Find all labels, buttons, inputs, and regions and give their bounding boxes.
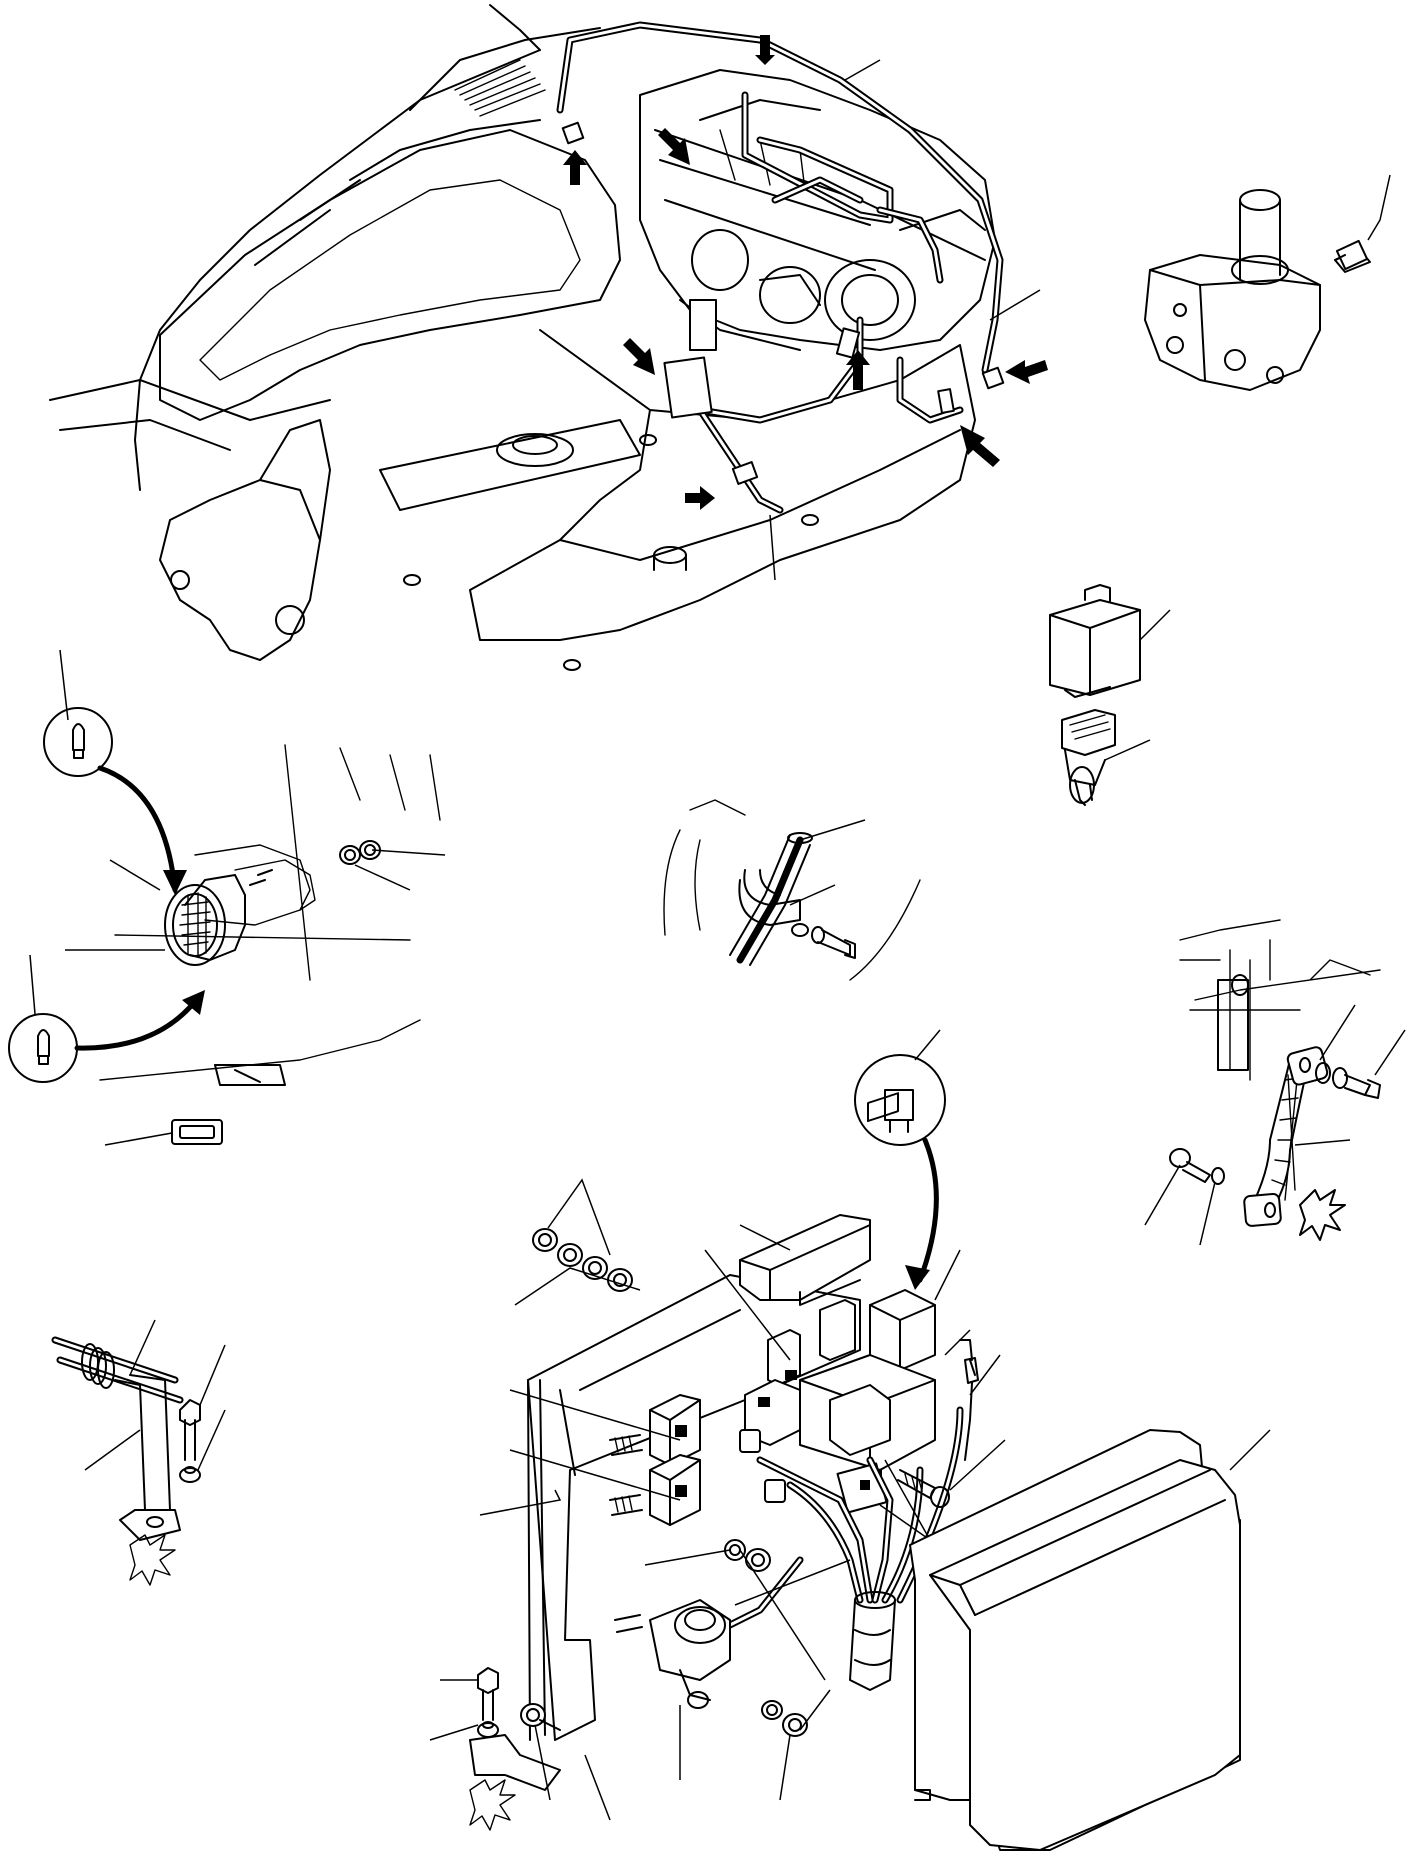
ground-symbol-3 <box>469 1779 516 1831</box>
bulb-pointer-top <box>97 765 178 893</box>
ground-symbol <box>1299 1189 1346 1241</box>
counterweight-outline <box>134 4 541 491</box>
frame-rail <box>379 419 641 511</box>
harness-clamp <box>663 799 921 981</box>
strap-upper-fasteners <box>1315 1004 1406 1099</box>
callout-arrows <box>563 35 1048 510</box>
panel-leaders <box>429 1224 1006 1821</box>
ground-symbol-2 <box>129 1534 176 1586</box>
clamp-bolt <box>791 923 856 959</box>
bracket-bolt <box>179 1399 201 1483</box>
deck-bosses <box>403 433 819 671</box>
engine-block <box>639 69 996 351</box>
engine-grille <box>454 59 546 117</box>
strap-frame-lines <box>1179 919 1381 1081</box>
relay-and-socket <box>1049 584 1171 806</box>
controller-housing-front <box>929 1459 1241 1851</box>
panel-mount-bolt <box>477 1667 561 1738</box>
clamp-frame-lines <box>663 799 921 981</box>
boom-foot-plate <box>259 419 331 541</box>
boom-pin-hole <box>275 605 305 635</box>
arrow-left-2 <box>960 425 1000 467</box>
valve-stem-top <box>1239 189 1281 211</box>
arrow-diag-2 <box>623 338 655 375</box>
arrow-right-1 <box>685 486 715 510</box>
hood-panel-inner <box>199 179 581 381</box>
arrow-down-1 <box>755 35 775 65</box>
panel-side-bolt <box>897 1469 950 1508</box>
hood-panel <box>159 129 621 421</box>
overview-leaders <box>769 59 1041 581</box>
lamp-switch-cutout <box>214 1064 286 1086</box>
ground-strap <box>1144 919 1406 1246</box>
machine-overview <box>49 4 1048 671</box>
bulb-bubble-bottom <box>8 1013 78 1083</box>
bulb-pointer-bottom <box>74 992 203 1051</box>
relay-body <box>1049 599 1141 696</box>
arrow-cable-1 <box>575 140 590 155</box>
cab-frame-lines <box>99 744 441 1081</box>
lamp-lens <box>164 884 226 966</box>
engine-bracket <box>689 299 717 351</box>
lamp-mount-hardware <box>249 840 446 891</box>
arrow-left-1 <box>1005 360 1048 384</box>
arrow-diag-1 <box>658 128 690 165</box>
valve-body <box>1144 254 1321 391</box>
arrow-up-1 <box>563 150 587 185</box>
panel-plate <box>527 1274 861 1741</box>
work-lamp <box>8 649 446 1146</box>
lamp-housing <box>184 874 246 961</box>
engine-harness <box>556 21 1005 514</box>
panel-bracket-foot <box>469 1734 561 1791</box>
boom-pin-hole-2 <box>170 570 190 590</box>
pipe-bracket <box>51 1319 226 1586</box>
panel-relay-sockets <box>609 1394 786 1526</box>
harness-clamp-band <box>738 869 801 926</box>
bulb-bubble-top <box>43 707 113 777</box>
harness-tube <box>736 836 804 964</box>
panel-buzzer <box>614 1599 731 1709</box>
controller-box <box>909 1429 1271 1851</box>
panel-nuts-lower <box>724 1539 808 1737</box>
valve-stem <box>1239 199 1281 281</box>
pressure-switch-sensor <box>1334 174 1391 273</box>
relay-socket <box>1061 709 1116 756</box>
fuse-inset-bubble <box>854 1054 946 1146</box>
fuse-relay-panel <box>429 1029 1006 1831</box>
panel-relays <box>744 1092 936 1514</box>
hood-open-edge <box>49 379 331 451</box>
panel-nuts-upper <box>514 1178 641 1306</box>
harness-relay-box <box>663 356 713 419</box>
arrow-up-2 <box>846 350 870 390</box>
fuse-box-cover <box>739 1214 871 1301</box>
lamp-mount-plate <box>234 859 316 911</box>
hood-outline <box>254 27 601 266</box>
pressure-switch <box>1144 174 1391 391</box>
strap-lower-fasteners <box>1144 1139 1351 1246</box>
